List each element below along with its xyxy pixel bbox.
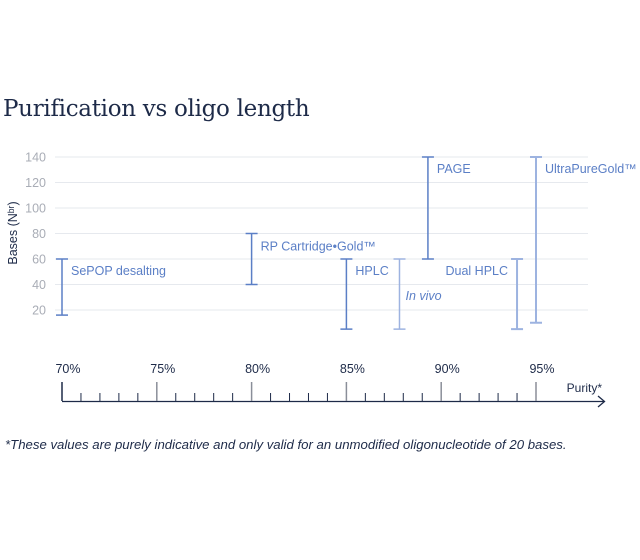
- x-tick-label: 70%: [55, 362, 80, 376]
- range-label: UltraPureGold™: [545, 162, 637, 176]
- y-tick-label: 120: [25, 176, 46, 190]
- x-tick-label: 90%: [435, 362, 460, 376]
- range-label: RP Cartridge•Gold™: [261, 240, 376, 254]
- range-label: In vivo: [405, 289, 441, 303]
- y-tick-label: 140: [25, 151, 46, 165]
- range-label: Dual HPLC: [446, 264, 509, 278]
- range-label: SePOP desalting: [71, 264, 166, 278]
- y-tick-label: 40: [32, 278, 46, 292]
- x-tick-label: 95%: [529, 362, 554, 376]
- x-axis-label: Purity*: [567, 381, 603, 395]
- y-tick-label: 60: [32, 253, 46, 267]
- footnote: *These values are purely indicative and …: [5, 437, 567, 452]
- range-label: PAGE: [437, 162, 471, 176]
- x-tick-label: 85%: [340, 362, 365, 376]
- y-tick-label: 80: [32, 227, 46, 241]
- x-tick-label: 75%: [150, 362, 175, 376]
- x-tick-label: 80%: [245, 362, 270, 376]
- range-label: HPLC: [355, 264, 388, 278]
- y-axis-label: Bases (Nᵇʳ): [6, 201, 20, 264]
- y-tick-label: 20: [32, 304, 46, 318]
- y-tick-label: 100: [25, 202, 46, 216]
- chart-title: Purification vs oligo length: [3, 96, 310, 122]
- x-axis-arrow-icon: [597, 395, 606, 408]
